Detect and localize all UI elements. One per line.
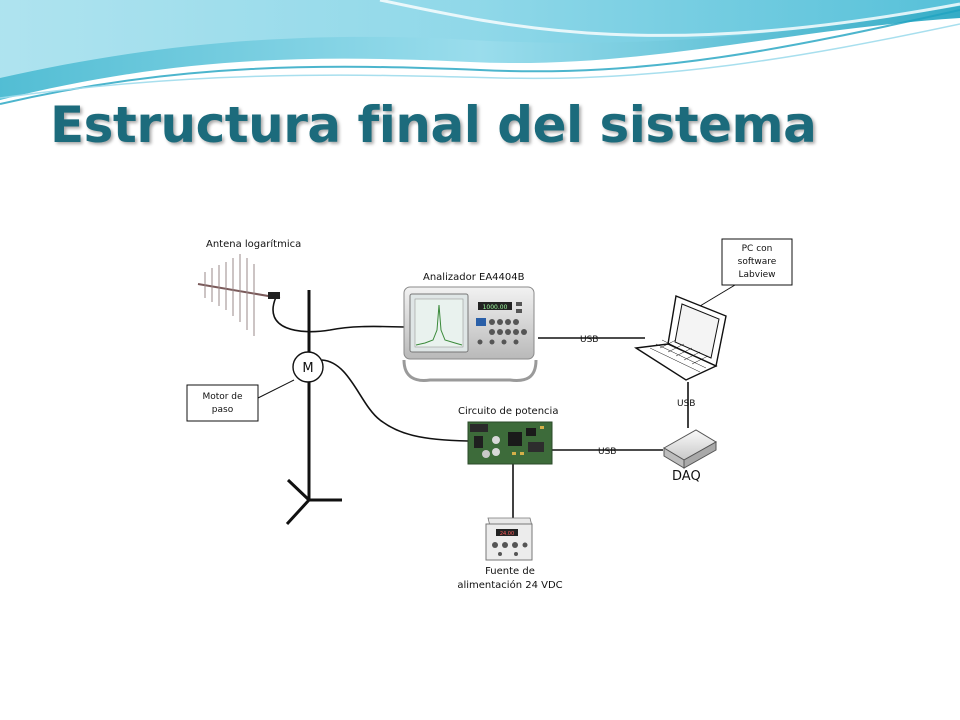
log-periodic-antenna <box>197 254 281 336</box>
stepper-motor: M <box>292 351 324 383</box>
supply-display: 24.00 <box>500 531 514 537</box>
motor-box-line-1: Motor de <box>202 392 243 402</box>
usb-label-pc-daq: USB <box>677 399 695 409</box>
usb-label-analyzer-pc: USB <box>580 335 598 345</box>
antenna-label: Antena logarítmica <box>206 238 301 250</box>
motor-box-line-2: paso <box>212 405 234 415</box>
pc-label-line-1: PC con <box>742 244 773 254</box>
connection-wires <box>272 284 736 518</box>
pc-callout-box: PC con software Labview <box>721 238 793 286</box>
header-wave-decoration <box>0 0 960 105</box>
motor-cable <box>321 359 469 442</box>
spectrum-analyzer-icon: 1000.00 <box>402 286 538 382</box>
daq-label: DAQ <box>672 469 701 484</box>
power-circuit-board-icon <box>467 421 553 465</box>
pc-callout-line <box>699 284 736 307</box>
usb-label-circuit-daq: USB <box>598 447 616 457</box>
motor-symbol: M <box>302 361 313 376</box>
power-circuit-label: Circuito de potencia <box>458 406 558 417</box>
antenna-cable <box>272 296 406 333</box>
pc-label-line-3: Labview <box>739 270 776 280</box>
slide-title: Estructura final del sistema <box>50 96 817 154</box>
power-supply-label-line-1: Fuente de <box>485 566 535 577</box>
motor-callout-box: Motor de paso <box>186 384 259 422</box>
power-supply-label-line-2: alimentación 24 VDC <box>457 579 562 591</box>
analyzer-label: Analizador EA4404B <box>423 272 525 283</box>
laptop-icon <box>633 295 727 381</box>
analyzer-display: 1000.00 <box>483 304 508 311</box>
motor-callout-line <box>257 379 295 399</box>
daq-device-icon <box>663 429 717 469</box>
power-supply-icon: 24.00 <box>485 517 533 561</box>
pc-label-line-2: software <box>738 257 777 267</box>
antenna-mast <box>285 290 342 526</box>
